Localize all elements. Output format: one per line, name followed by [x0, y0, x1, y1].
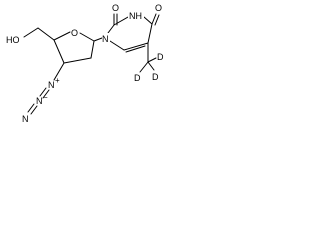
hydroxyl-label: HO: [6, 35, 20, 45]
atom-labels: O NH O N O HO N + N − N D D D: [6, 3, 164, 124]
bond-c1-n1: [93, 37, 103, 42]
bond-methyl-d2: [147, 61, 155, 71]
carbonyl-o-top-label: O: [112, 3, 119, 13]
bond-c4-c5-ring: [147, 23, 153, 44]
bond-c1-ring-o: [79, 32, 95, 42]
bond-c4-o-b: [154, 14, 160, 26]
bond-c6-n1: [109, 40, 125, 51]
bond-c3-azide: [53, 62, 65, 81]
deuterium-1-label: D: [157, 52, 164, 62]
bond-methyl-d1: [147, 57, 157, 63]
azide-n1-label: N: [48, 80, 55, 90]
bond-n1-c2: [107, 24, 115, 34]
bond-azide-2a: [27, 103, 35, 113]
deuterium-2-label: D: [152, 72, 159, 82]
ring-o-label: O: [71, 28, 78, 38]
bond-c4-c5: [37, 27, 55, 41]
carbonyl-o-right-label: O: [155, 3, 162, 13]
deuterium-3-label: D: [134, 73, 141, 83]
bond-azide-1a: [39, 87, 47, 97]
imide-nh-label: NH: [129, 11, 142, 21]
bond-c4-o-a: [151, 13, 157, 25]
bond-methyl-d3: [139, 61, 149, 73]
bond-n3-c4: [143, 16, 153, 25]
bond-azide-1b: [42, 89, 50, 99]
bond-azide-2b: [30, 105, 38, 115]
bonds: [23, 13, 160, 115]
bond-c4-c3: [53, 39, 65, 64]
azide-minus-charge: −: [43, 93, 48, 102]
bond-c2-c1: [90, 40, 95, 59]
bond-ring-o-c4: [53, 31, 71, 41]
azide-n2-label: N: [36, 96, 43, 106]
nucleoside-structure-diagram: O NH O N O HO N + N − N D D D: [6, 3, 164, 124]
azide-plus-charge: +: [55, 76, 60, 85]
bond-c5-c6-b: [125, 45, 146, 53]
bond-c5-oh: [23, 27, 39, 38]
bond-c2-n3: [113, 16, 129, 26]
azide-n3-label: N: [22, 114, 29, 124]
ring-n-label: N: [102, 34, 109, 44]
bond-c3-c2: [63, 57, 92, 64]
bond-c5-c6-a: [123, 42, 149, 51]
